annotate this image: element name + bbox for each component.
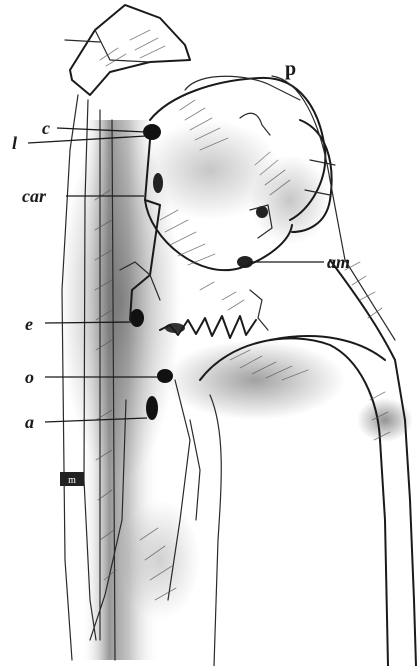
label-car: car	[22, 186, 47, 206]
label-p: p	[285, 58, 296, 80]
corner-mark: m	[60, 472, 84, 486]
label-e: e	[25, 314, 33, 334]
label-l: l	[12, 133, 17, 153]
label-a: a	[25, 412, 34, 432]
corner-mark-text: m	[68, 475, 76, 486]
label-am: am	[327, 252, 350, 272]
label-c: c	[42, 118, 50, 138]
label-o: o	[25, 367, 34, 387]
